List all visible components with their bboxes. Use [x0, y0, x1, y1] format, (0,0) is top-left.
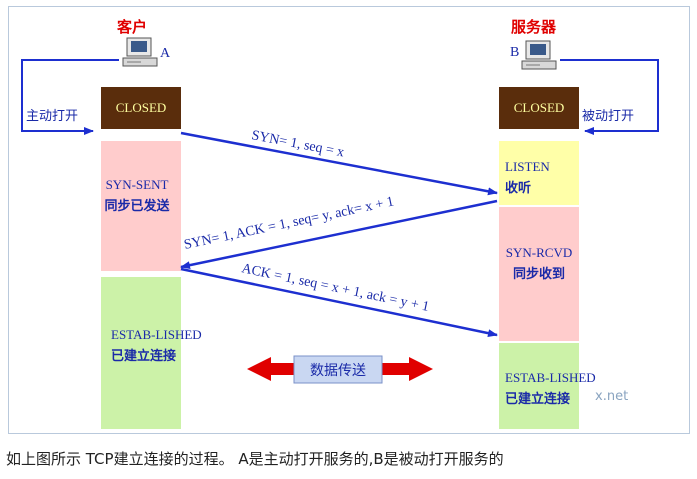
syn-arrow: [180, 131, 498, 196]
server-closed-label: CLOSED: [514, 100, 565, 115]
client-estab-box: [101, 277, 181, 429]
data-transfer-box: [293, 355, 383, 384]
server-title: 服务器: [511, 18, 557, 36]
client-closed-label: CLOSED: [116, 100, 167, 115]
client-estab-cn: 已建立连接: [111, 348, 176, 364]
syn-ack-arrow: [180, 199, 498, 270]
client-syn-sent-box: [101, 141, 181, 271]
client-letter: A: [160, 46, 171, 61]
client-closed-box: [101, 87, 181, 129]
caption-text: 如上图所示 TCP建立连接的过程。 A是主动打开服务的,B是被动打开服务的: [6, 450, 504, 468]
server-open-label: 被动打开: [582, 109, 634, 124]
server-estab-en: ESTAB-LISHED: [505, 370, 596, 385]
client-syn-sent-cn: 同步已发送: [104, 198, 170, 214]
server-estab-cn: 已建立连接: [505, 391, 570, 407]
data-transfer-label: 数据传送: [310, 363, 366, 379]
server-closed-box: [499, 87, 579, 129]
watermark-text: x.net: [595, 389, 628, 404]
client-open-label: 主动打开: [26, 109, 78, 124]
client-open-loop: [21, 59, 119, 135]
server-syn-rcvd-box: [499, 207, 579, 341]
server-open-loop: [560, 59, 659, 135]
client-title: 客户: [116, 18, 147, 36]
diagram-canvas: 客户 服务器 A B 主动打开 被动打开 CLOSED SYN-SENT 同步已…: [21, 18, 659, 429]
server-letter: B: [510, 45, 519, 60]
client-estab-en: ESTAB-LISHED: [111, 327, 202, 342]
server-estab-box: [499, 343, 579, 429]
tcp-handshake-diagram: 客户 服务器 A B 主动打开 被动打开 CLOSED SYN-SENT 同步已…: [8, 6, 690, 434]
server-listen-cn: 收听: [505, 180, 531, 196]
ack-arrow: [180, 267, 498, 338]
server-computer-icon: [521, 40, 557, 70]
server-syn-rcvd-en: SYN-RCVD: [506, 245, 572, 260]
server-syn-rcvd-cn: 同步收到: [513, 266, 565, 282]
server-listen-box: [499, 141, 579, 205]
client-computer-icon: [122, 37, 158, 67]
server-listen-en: LISTEN: [505, 159, 550, 174]
client-syn-sent-en: SYN-SENT: [106, 177, 169, 192]
